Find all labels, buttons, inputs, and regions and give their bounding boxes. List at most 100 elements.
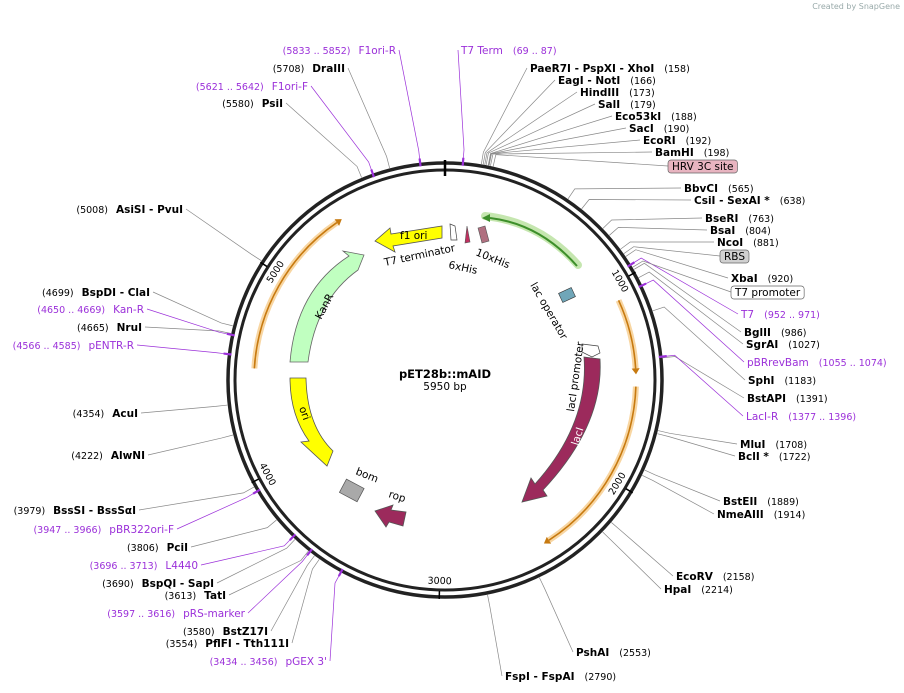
boxed-label-rbs[interactable]: RBS: [719, 249, 750, 264]
orf-arc-3[interactable]: [253, 221, 338, 369]
enzyme-position: (1391): [796, 394, 828, 405]
enzyme-label-6[interactable]: EcoRI(192): [643, 135, 711, 147]
enzyme-label-17[interactable]: BstAPI(1391): [747, 393, 828, 405]
feature-laci[interactable]: [521, 356, 601, 503]
leader-line: [140, 404, 228, 414]
feature-kanr[interactable]: [289, 250, 365, 363]
boxed-label-frame: [719, 249, 750, 264]
enzyme-label-10[interactable]: BseRI(763): [705, 213, 774, 225]
feature-6xhis[interactable]: [464, 225, 471, 244]
feature-t7-terminator-arrow[interactable]: [449, 223, 458, 241]
primer-label-6[interactable]: L4440(3696 .. 3713): [90, 560, 198, 572]
enzyme-name: SacI: [629, 123, 654, 135]
feature-bom[interactable]: [338, 478, 365, 503]
leader-line: [487, 115, 613, 166]
enzyme-label-1[interactable]: EagI - NotI(166): [558, 75, 656, 87]
enzyme-label-5[interactable]: AcuI(4354): [73, 408, 138, 420]
enzyme-label-3[interactable]: BspDI - ClaI(4699): [42, 287, 150, 299]
feature-lac-operator[interactable]: [558, 287, 576, 303]
enzyme-position: (2790): [585, 672, 617, 683]
enzyme-label-6[interactable]: AlwNI(4222): [71, 450, 145, 462]
leader-line: [567, 187, 682, 200]
primer-label-11[interactable]: LacI-R(1377 .. 1396): [746, 411, 856, 423]
primer-range: (4650 .. 4669): [37, 305, 105, 316]
label-6xhis: 6xHis: [447, 259, 478, 277]
leader-line: [662, 354, 744, 417]
enzyme-label-1[interactable]: PsiI(5580): [222, 98, 283, 110]
enzyme-label-24[interactable]: PshAI(2553): [576, 647, 651, 659]
enzyme-label-11[interactable]: BstZ17I(3580): [183, 626, 268, 638]
enzyme-label-15[interactable]: SgrAI(1027): [746, 339, 820, 351]
enzyme-label-14[interactable]: BglII(986): [744, 327, 806, 339]
enzyme-label-19[interactable]: BclI *(1722): [738, 451, 810, 463]
boxed-label-hrv-3c-site[interactable]: HRV 3C site: [667, 159, 738, 174]
enzyme-label-0[interactable]: DraIII(5708): [273, 63, 345, 75]
primer-label-8[interactable]: pGEX 3'(3434 .. 3456): [210, 656, 327, 668]
enzyme-position: (3613): [165, 591, 197, 602]
enzyme-position: (1914): [774, 510, 806, 521]
enzyme-label-12[interactable]: NcoI(881): [717, 237, 779, 249]
enzyme-label-9[interactable]: CsiI - SexAI *(638): [694, 195, 805, 207]
primer-label-1[interactable]: T7 Term(69 .. 87): [460, 45, 557, 57]
boxed-label-text: RBS: [724, 251, 745, 263]
enzyme-label-23[interactable]: HpaI(2214): [664, 584, 733, 596]
enzyme-position: (920): [768, 274, 794, 285]
boxed-label-t7-promoter[interactable]: T7 promoter: [730, 285, 805, 300]
label-bom: bom: [354, 466, 380, 486]
label-10xhis: 10xHis: [474, 247, 512, 272]
primer-label-9[interactable]: T7(952 .. 971): [740, 309, 820, 321]
enzyme-position: (4665): [77, 323, 109, 334]
tick-label-3000: 3000: [427, 576, 451, 588]
enzyme-label-3[interactable]: SalI(179): [598, 99, 656, 111]
enzyme-name: BsaI: [710, 225, 735, 237]
leader-line: [611, 522, 674, 577]
leader-line: [602, 217, 703, 229]
primer-label-3[interactable]: Kan-R(4650 .. 4669): [37, 304, 144, 316]
enzyme-label-4[interactable]: NruI(4665): [77, 322, 142, 334]
enzyme-label-7[interactable]: BssSI - BssSαI(3979): [14, 505, 136, 517]
primer-label-10[interactable]: pBRrevBam(1055 .. 1074): [747, 357, 887, 369]
feature-ori[interactable]: [289, 377, 334, 467]
tick-2000: [625, 488, 634, 494]
enzyme-label-8[interactable]: PciI(3806): [127, 542, 188, 554]
enzyme-label-13[interactable]: XbaI(920): [731, 273, 793, 285]
feature-f1-ori[interactable]: f1 ori: [374, 225, 443, 253]
primer-label-5[interactable]: pBR322ori-F(3947 .. 3966): [33, 524, 174, 536]
feature-rop[interactable]: [374, 504, 407, 528]
enzyme-position: (5008): [76, 205, 108, 216]
leader-line: [310, 85, 373, 174]
enzyme-label-7[interactable]: BamHI(198): [655, 147, 729, 159]
primer-label-2[interactable]: F1ori-F(5621 .. 5642): [196, 81, 308, 93]
enzyme-label-5[interactable]: SacI(190): [629, 123, 689, 135]
primer-label-0[interactable]: F1ori-R(5833 .. 5852): [283, 45, 396, 57]
enzyme-label-2[interactable]: HindIII(173): [580, 87, 655, 99]
enzyme-label-4[interactable]: Eco53kI(188): [615, 111, 697, 123]
feature-laci-promoter[interactable]: [581, 343, 601, 358]
orf-arc-1[interactable]: [617, 299, 637, 369]
enzyme-label-0[interactable]: PaeR7I - PspXI - XhoI(158): [530, 63, 690, 75]
enzyme-label-8[interactable]: BbvCI(565): [684, 183, 754, 195]
enzyme-name: PsiI: [262, 98, 283, 110]
enzyme-position: (188): [671, 112, 697, 123]
orf-arc-2[interactable]: [548, 386, 637, 541]
primer-mark: [418, 158, 422, 167]
enzyme-label-21[interactable]: NmeAIII(1914): [717, 509, 805, 521]
enzyme-label-9[interactable]: BspQI - SapI(3690): [102, 578, 214, 590]
enzyme-label-12[interactable]: PflFI - Tth111I(3554): [166, 638, 289, 650]
enzyme-label-16[interactable]: SphI(1183): [748, 375, 816, 387]
primer-label-4[interactable]: pENTR-R(4566 .. 4585): [13, 340, 134, 352]
leader-line: [642, 475, 715, 515]
enzyme-label-20[interactable]: BstEII(1889): [723, 496, 799, 508]
enzyme-position: (5708): [273, 64, 305, 75]
primer-label-7[interactable]: pRS-marker(3597 .. 3616): [107, 608, 245, 620]
enzyme-label-22[interactable]: EcoRV(2158): [676, 571, 754, 583]
enzyme-label-10[interactable]: TatI(3613): [165, 590, 226, 602]
enzyme-label-2[interactable]: AsiSI - PvuI(5008): [76, 204, 183, 216]
primer-range: (69 .. 87): [513, 46, 557, 57]
enzyme-name: BspDI - ClaI: [82, 287, 150, 299]
enzyme-label-25[interactable]: FspI - FspAI(2790): [505, 671, 616, 683]
feature-10xhis[interactable]: [477, 225, 490, 244]
enzyme-label-18[interactable]: MluI(1708): [740, 439, 807, 451]
enzyme-label-11[interactable]: BsaI(804): [710, 225, 771, 237]
